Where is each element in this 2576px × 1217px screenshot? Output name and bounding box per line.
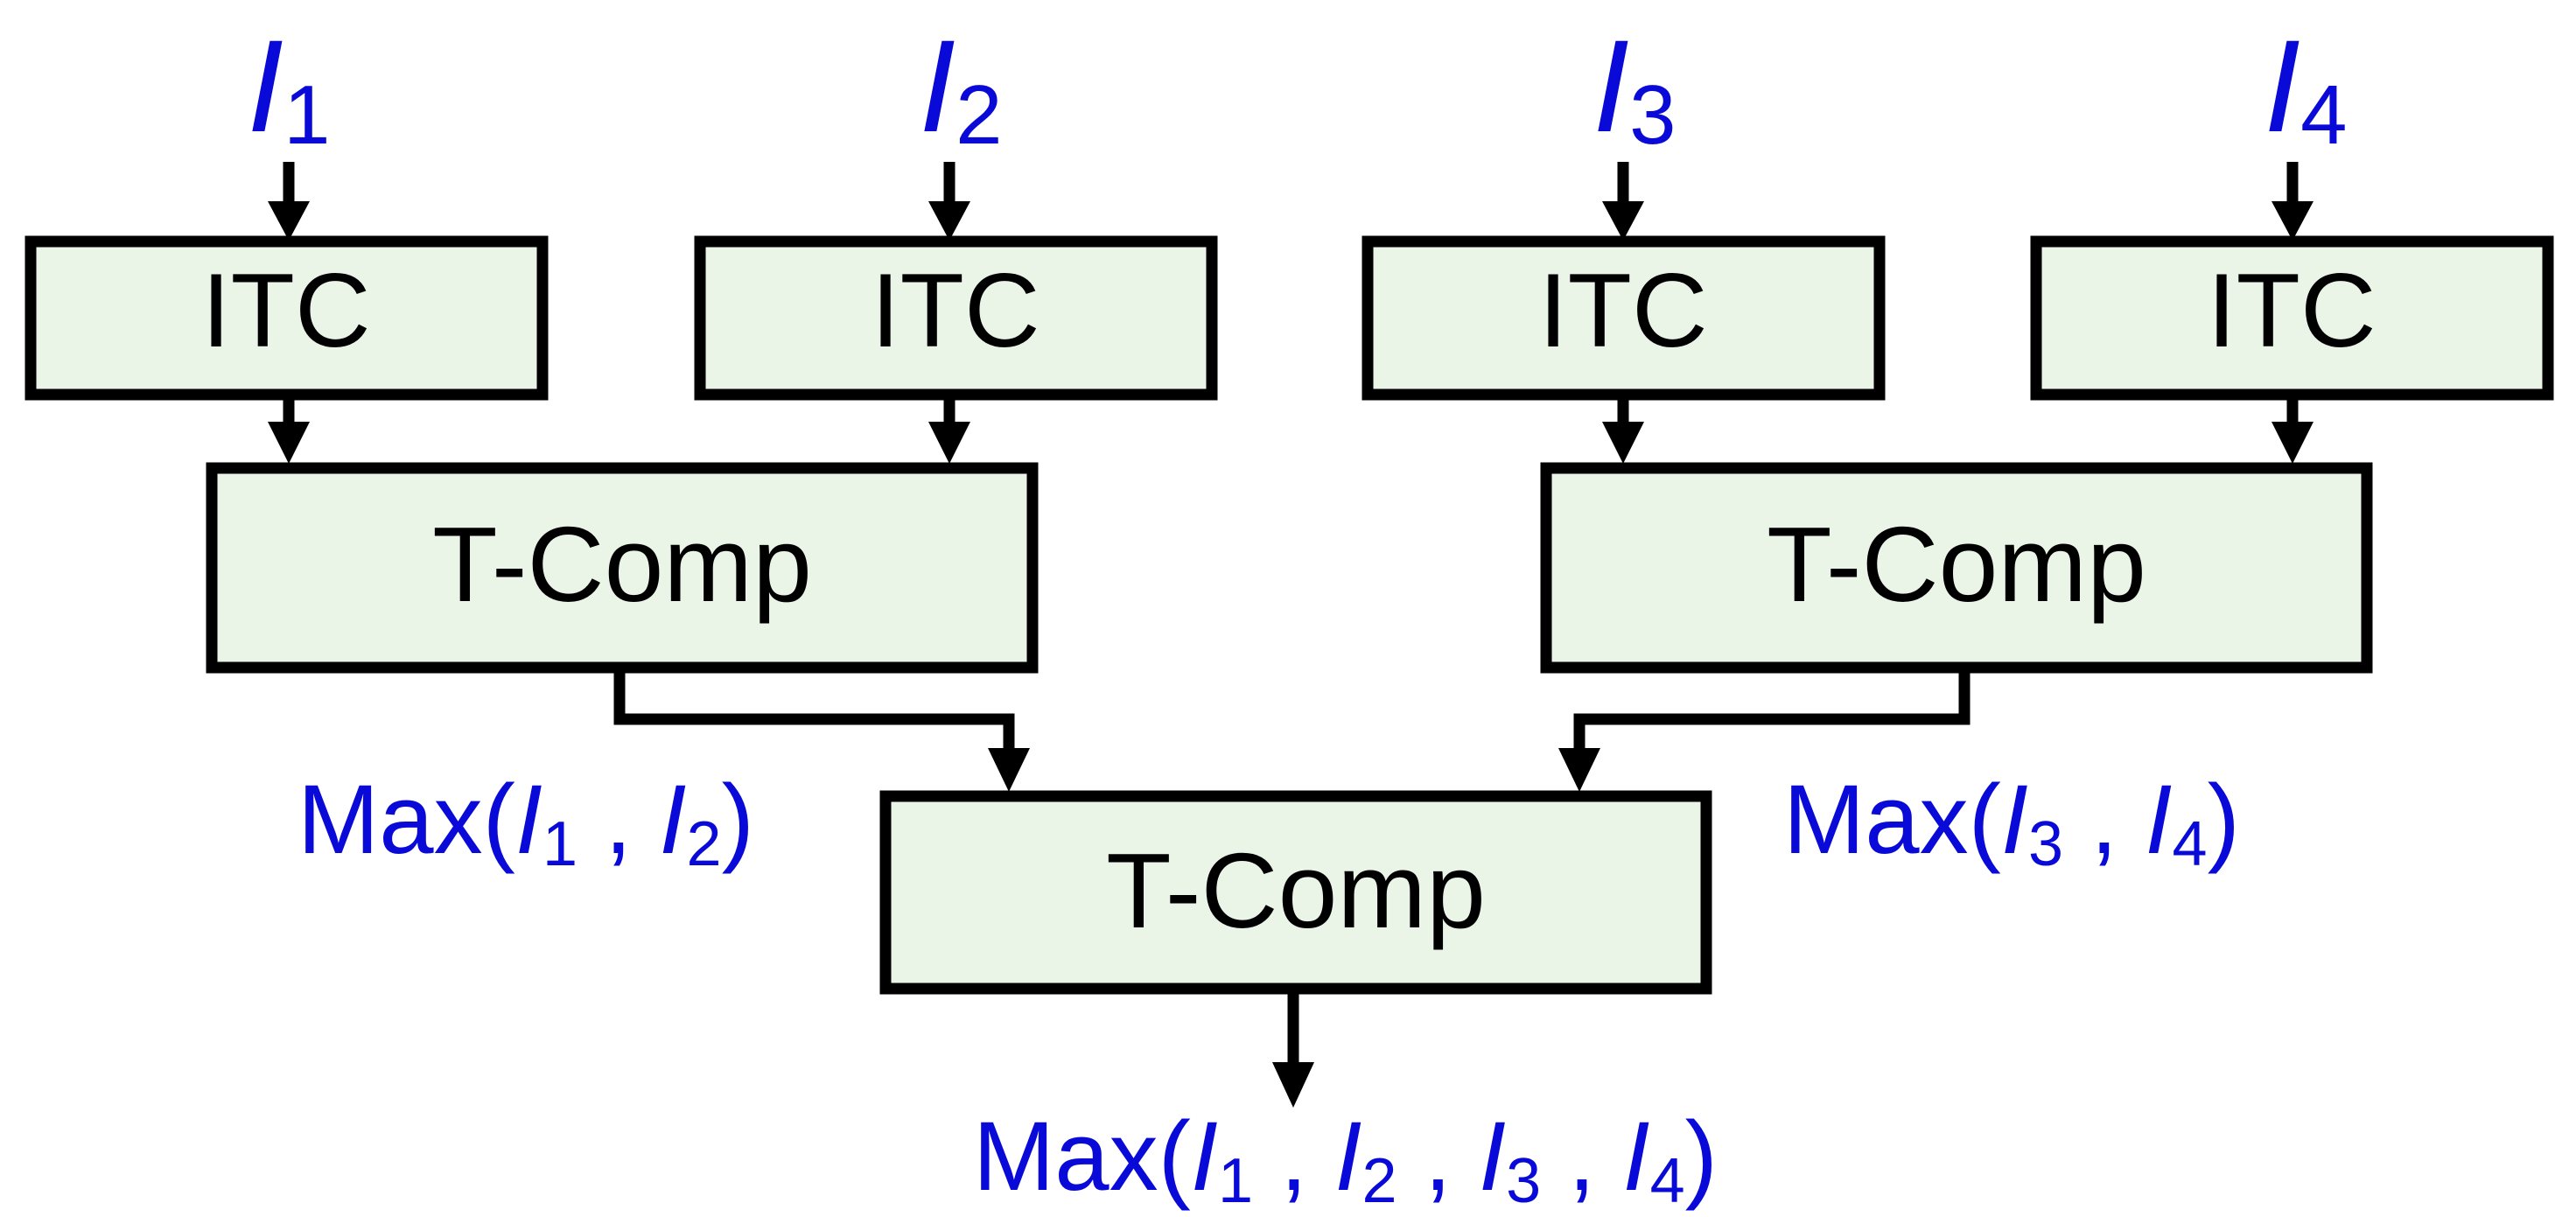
arg-symbol: I [1479, 1102, 1506, 1211]
arg-symbol: I [659, 765, 686, 874]
input-label-1: I1 [247, 12, 330, 162]
itc-label: ITC [871, 252, 1040, 369]
max-func: Max( [1783, 765, 2001, 874]
max-close: ) [1685, 1102, 1718, 1211]
itc-box-4: ITC [2030, 235, 2554, 401]
input-symbol: I [2264, 12, 2300, 159]
tcomp-box-final: T-Comp [879, 790, 1712, 995]
max-label-pair-right: Max(I3 , I4) [1783, 765, 2240, 879]
connector-right [1558, 668, 1970, 792]
arg-index: 1 [1218, 1146, 1253, 1216]
arg-index: 1 [542, 809, 578, 879]
arg-symbol: I [1191, 1102, 1218, 1211]
max-func: Max( [298, 765, 515, 874]
arg-separator: , [1253, 1102, 1334, 1211]
tcomp-label: T-Comp [1106, 831, 1486, 950]
arg-symbol: I [2001, 765, 2028, 874]
max-label-final: Max(I1 , I2 , I3 , I4) [973, 1102, 1718, 1216]
input-symbol: I [1592, 12, 1629, 159]
connector-left [613, 668, 1030, 792]
arg-index: 3 [2028, 809, 2063, 879]
itc-arrow-4 [2272, 395, 2314, 464]
input-label-4: I4 [2264, 12, 2347, 162]
itc-arrow-3 [1602, 395, 1644, 464]
input-index: 1 [284, 68, 330, 162]
tcomp-box-right: T-Comp [1540, 462, 2373, 674]
arg-symbol: I [1622, 1102, 1649, 1211]
arg-index: 2 [687, 809, 722, 879]
itc-label: ITC [1538, 252, 1707, 369]
arg-separator: , [2063, 765, 2145, 874]
arg-symbol: I [1334, 1102, 1362, 1211]
tcomp-label: T-Comp [432, 505, 812, 624]
arg-separator: , [578, 765, 659, 874]
input-arrow-1 [268, 162, 310, 241]
arg-symbol: I [515, 765, 542, 874]
arg-index: 2 [1362, 1146, 1397, 1216]
max-close: ) [722, 765, 754, 874]
output-arrow [1272, 989, 1314, 1108]
arg-index: 4 [1650, 1146, 1685, 1216]
itc-arrow-2 [928, 395, 970, 464]
input-index: 4 [2300, 68, 2347, 162]
input-symbol: I [919, 12, 956, 159]
itc-box-3: ITC [1362, 235, 1886, 401]
input-arrow-3 [1602, 162, 1644, 241]
tcomp-label: T-Comp [1767, 505, 2146, 624]
arg-index: 4 [2173, 809, 2208, 879]
itc-box-2: ITC [694, 235, 1218, 401]
max-func: Max( [973, 1102, 1191, 1211]
input-arrow-4 [2272, 162, 2314, 241]
itc-arrow-1 [268, 395, 310, 464]
input-index: 2 [956, 68, 1002, 162]
arg-symbol: I [2145, 765, 2172, 874]
max-label-pair-left: Max(I1 , I2) [298, 765, 754, 879]
input-label-2: I2 [919, 12, 1002, 162]
input-arrow-2 [928, 162, 970, 241]
arg-separator: , [1397, 1102, 1479, 1211]
input-label-3: I3 [1592, 12, 1676, 162]
arg-separator: , [1541, 1102, 1622, 1211]
itc-label: ITC [201, 252, 370, 369]
input-index: 3 [1629, 68, 1676, 162]
input-symbol: I [247, 12, 284, 159]
itc-box-1: ITC [24, 235, 549, 401]
itc-label: ITC [2207, 252, 2376, 369]
arg-index: 3 [1506, 1146, 1541, 1216]
max-close: ) [2208, 765, 2240, 874]
tcomp-box-left: T-Comp [206, 462, 1039, 674]
